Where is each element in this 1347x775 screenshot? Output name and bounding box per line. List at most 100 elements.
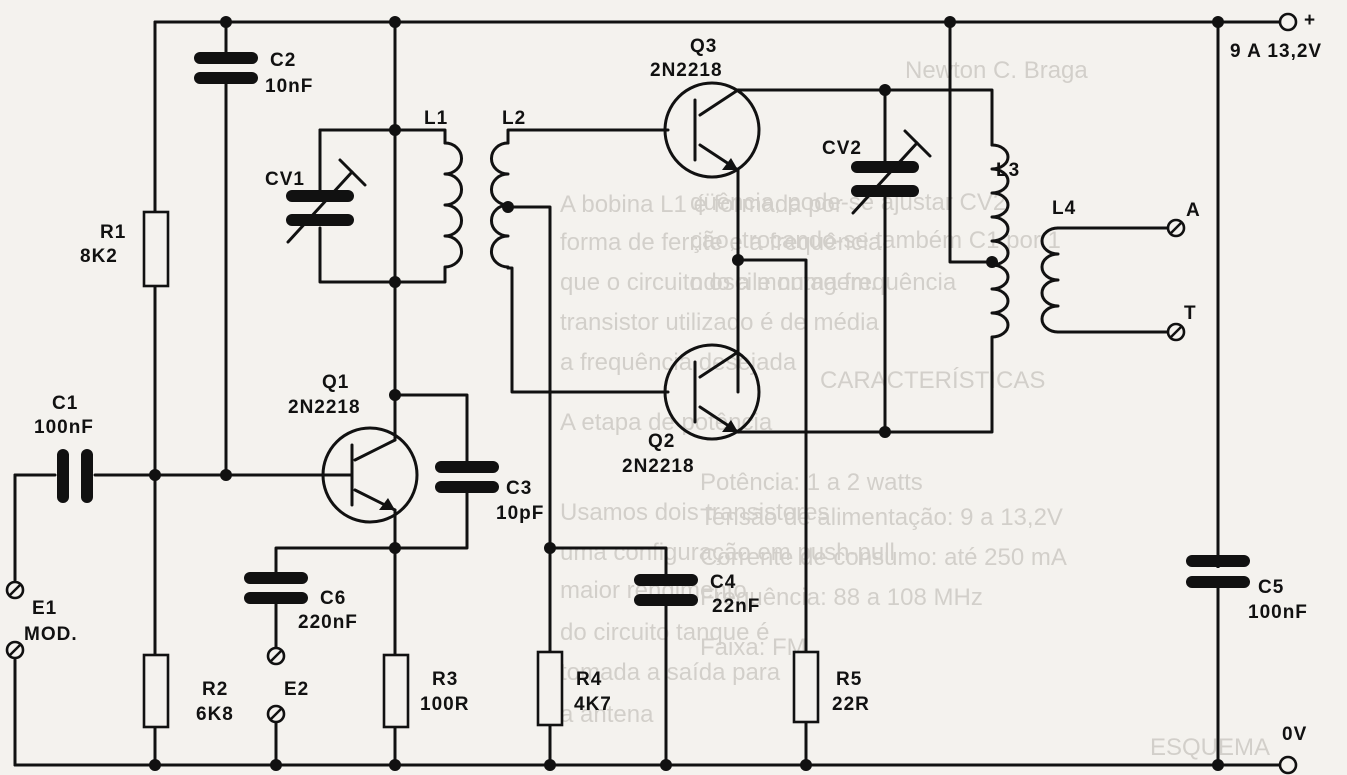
e1-terminal-bottom[interactable] [5, 640, 25, 660]
c2-plate-top [194, 52, 258, 64]
c4-plate-bottom [634, 594, 698, 606]
bleed-line-5: Potência: 1 a 2 watts [700, 469, 923, 496]
e1-mod-label: MOD. [24, 624, 78, 645]
e1-terminal-top[interactable] [5, 580, 25, 600]
c6-label: C6 [320, 588, 346, 609]
supply-voltage-label: 9 A 13,2V [1230, 41, 1322, 62]
bleed-line-9: Faixa: FM [700, 634, 807, 661]
bleed-line-1: qüência, pode-se ajustar CV2 [690, 189, 1006, 216]
bleed-right-2: forma de ferrite e a frequência [560, 229, 882, 256]
r2-value: 6K8 [196, 704, 234, 725]
r3-value: 100R [420, 694, 469, 715]
antenna-terminal-a[interactable] [1166, 218, 1186, 238]
q3-transistor [663, 81, 761, 179]
c4-label: C4 [710, 572, 736, 593]
r2-label: R2 [202, 679, 228, 700]
c3-plate-top [435, 461, 499, 473]
r4-label: R4 [576, 669, 602, 690]
bleed-right-5: a frequência desejada [560, 349, 797, 376]
q2-type: 2N2218 [622, 456, 695, 477]
supply-terminal[interactable] [1278, 12, 1298, 32]
ground-label: 0V [1282, 724, 1307, 745]
bleed-line-3: ndo a montagem. [690, 269, 877, 296]
l3-coil [990, 143, 1010, 339]
bleed-line-4: CARACTERÍSTICAS [820, 367, 1045, 394]
bleed-right-4: transistor utilizado é de média [560, 309, 879, 336]
antenna-a-label: A [1186, 200, 1201, 221]
cv1-label: CV1 [265, 169, 305, 190]
c2-label: C2 [270, 50, 296, 71]
l4-label: L4 [1052, 198, 1076, 219]
bleed-right-12: a antena [560, 701, 654, 728]
q1-label: Q1 [322, 372, 349, 393]
q3-type: 2N2218 [650, 60, 723, 81]
bleed-line-6: Tensão de alimentação: 9 a 13,2V [700, 504, 1063, 531]
c2-value: 10nF [265, 76, 313, 97]
q1-type: 2N2218 [288, 397, 361, 418]
l4-coil [1040, 226, 1060, 334]
r4-value: 4K7 [574, 694, 612, 715]
l2-label: L2 [502, 108, 526, 129]
r1-value: 8K2 [80, 246, 118, 267]
cv2-plate-bottom [851, 185, 919, 197]
c6-plate-top [244, 572, 308, 584]
c6-terminal[interactable] [266, 646, 286, 666]
r3-resistor [382, 653, 410, 729]
cv1-plate-top [286, 190, 354, 202]
r5-label: R5 [836, 669, 862, 690]
c4-value: 22nF [712, 596, 760, 617]
supply-plus-label: + [1304, 10, 1316, 31]
output-stage [536, 20, 1250, 767]
c1-value: 100nF [34, 417, 94, 438]
cv2-label: CV2 [822, 138, 862, 159]
r2-resistor [142, 653, 170, 729]
c4-plate-top [634, 574, 698, 586]
c3-value: 10pF [496, 503, 544, 524]
c1-plate-left [57, 449, 69, 503]
bleed-through-text: Newton C. Braga qüência, pode-se ajustar… [560, 57, 1270, 761]
cv2-plate-top [851, 161, 919, 173]
l1-label: L1 [424, 108, 448, 129]
supply-rail [153, 20, 1282, 762]
r3-label: R3 [432, 669, 458, 690]
r5-value: 22R [832, 694, 870, 715]
q2-transistor [663, 343, 761, 441]
c5-value: 100nF [1248, 602, 1308, 623]
r5-resistor [792, 650, 820, 724]
c6-value: 220nF [298, 612, 358, 633]
antenna-t-label: T [1184, 303, 1197, 324]
bleed-right-1: A bobina L1 é formada por [560, 191, 843, 218]
cv1-plate-bottom [286, 214, 354, 226]
bleed-right-3: que o circuito oscile numa frequência [560, 269, 957, 296]
r1-resistor [142, 210, 170, 288]
e1-label: E1 [32, 598, 57, 619]
r1-label: R1 [100, 222, 126, 243]
c1-label: C1 [52, 393, 78, 414]
e2-terminal[interactable] [266, 704, 286, 724]
bleed-right-7: Usamos dois transistores [560, 499, 829, 526]
c5-plate-top [1186, 555, 1250, 567]
oscillator-stage [244, 20, 499, 767]
junction-dots [149, 16, 1224, 771]
bleed-line-8: Frequência: 88 a 108 MHz [700, 584, 983, 611]
terminals [5, 12, 1298, 775]
ground-terminal[interactable] [1278, 755, 1298, 775]
c6-plate-bottom [244, 592, 308, 604]
c1-plate-right [81, 449, 93, 503]
c3-label: C3 [506, 478, 532, 499]
c3-plate-bottom [435, 481, 499, 493]
component-labels: C2 10nF CV1 L1 L2 R1 8K2 C1 100nF Q1 2N2… [24, 10, 1322, 745]
bleed-line-10: ESQUEMA [1150, 734, 1270, 761]
l1-coil [443, 141, 464, 269]
bleed-right-8: uma configuração em push-pull [560, 539, 895, 566]
q3-label: Q3 [690, 36, 717, 57]
bleed-line-7: Corrente de consumo: até 250 mA [700, 544, 1067, 571]
q2-label: Q2 [648, 431, 675, 452]
c5-plate-bottom [1186, 576, 1250, 588]
antenna-terminal-t[interactable] [1166, 322, 1186, 342]
c5-label: C5 [1258, 577, 1284, 598]
q1-transistor [321, 426, 419, 524]
c2-plate-bottom [194, 72, 258, 84]
e2-label: E2 [284, 679, 309, 700]
